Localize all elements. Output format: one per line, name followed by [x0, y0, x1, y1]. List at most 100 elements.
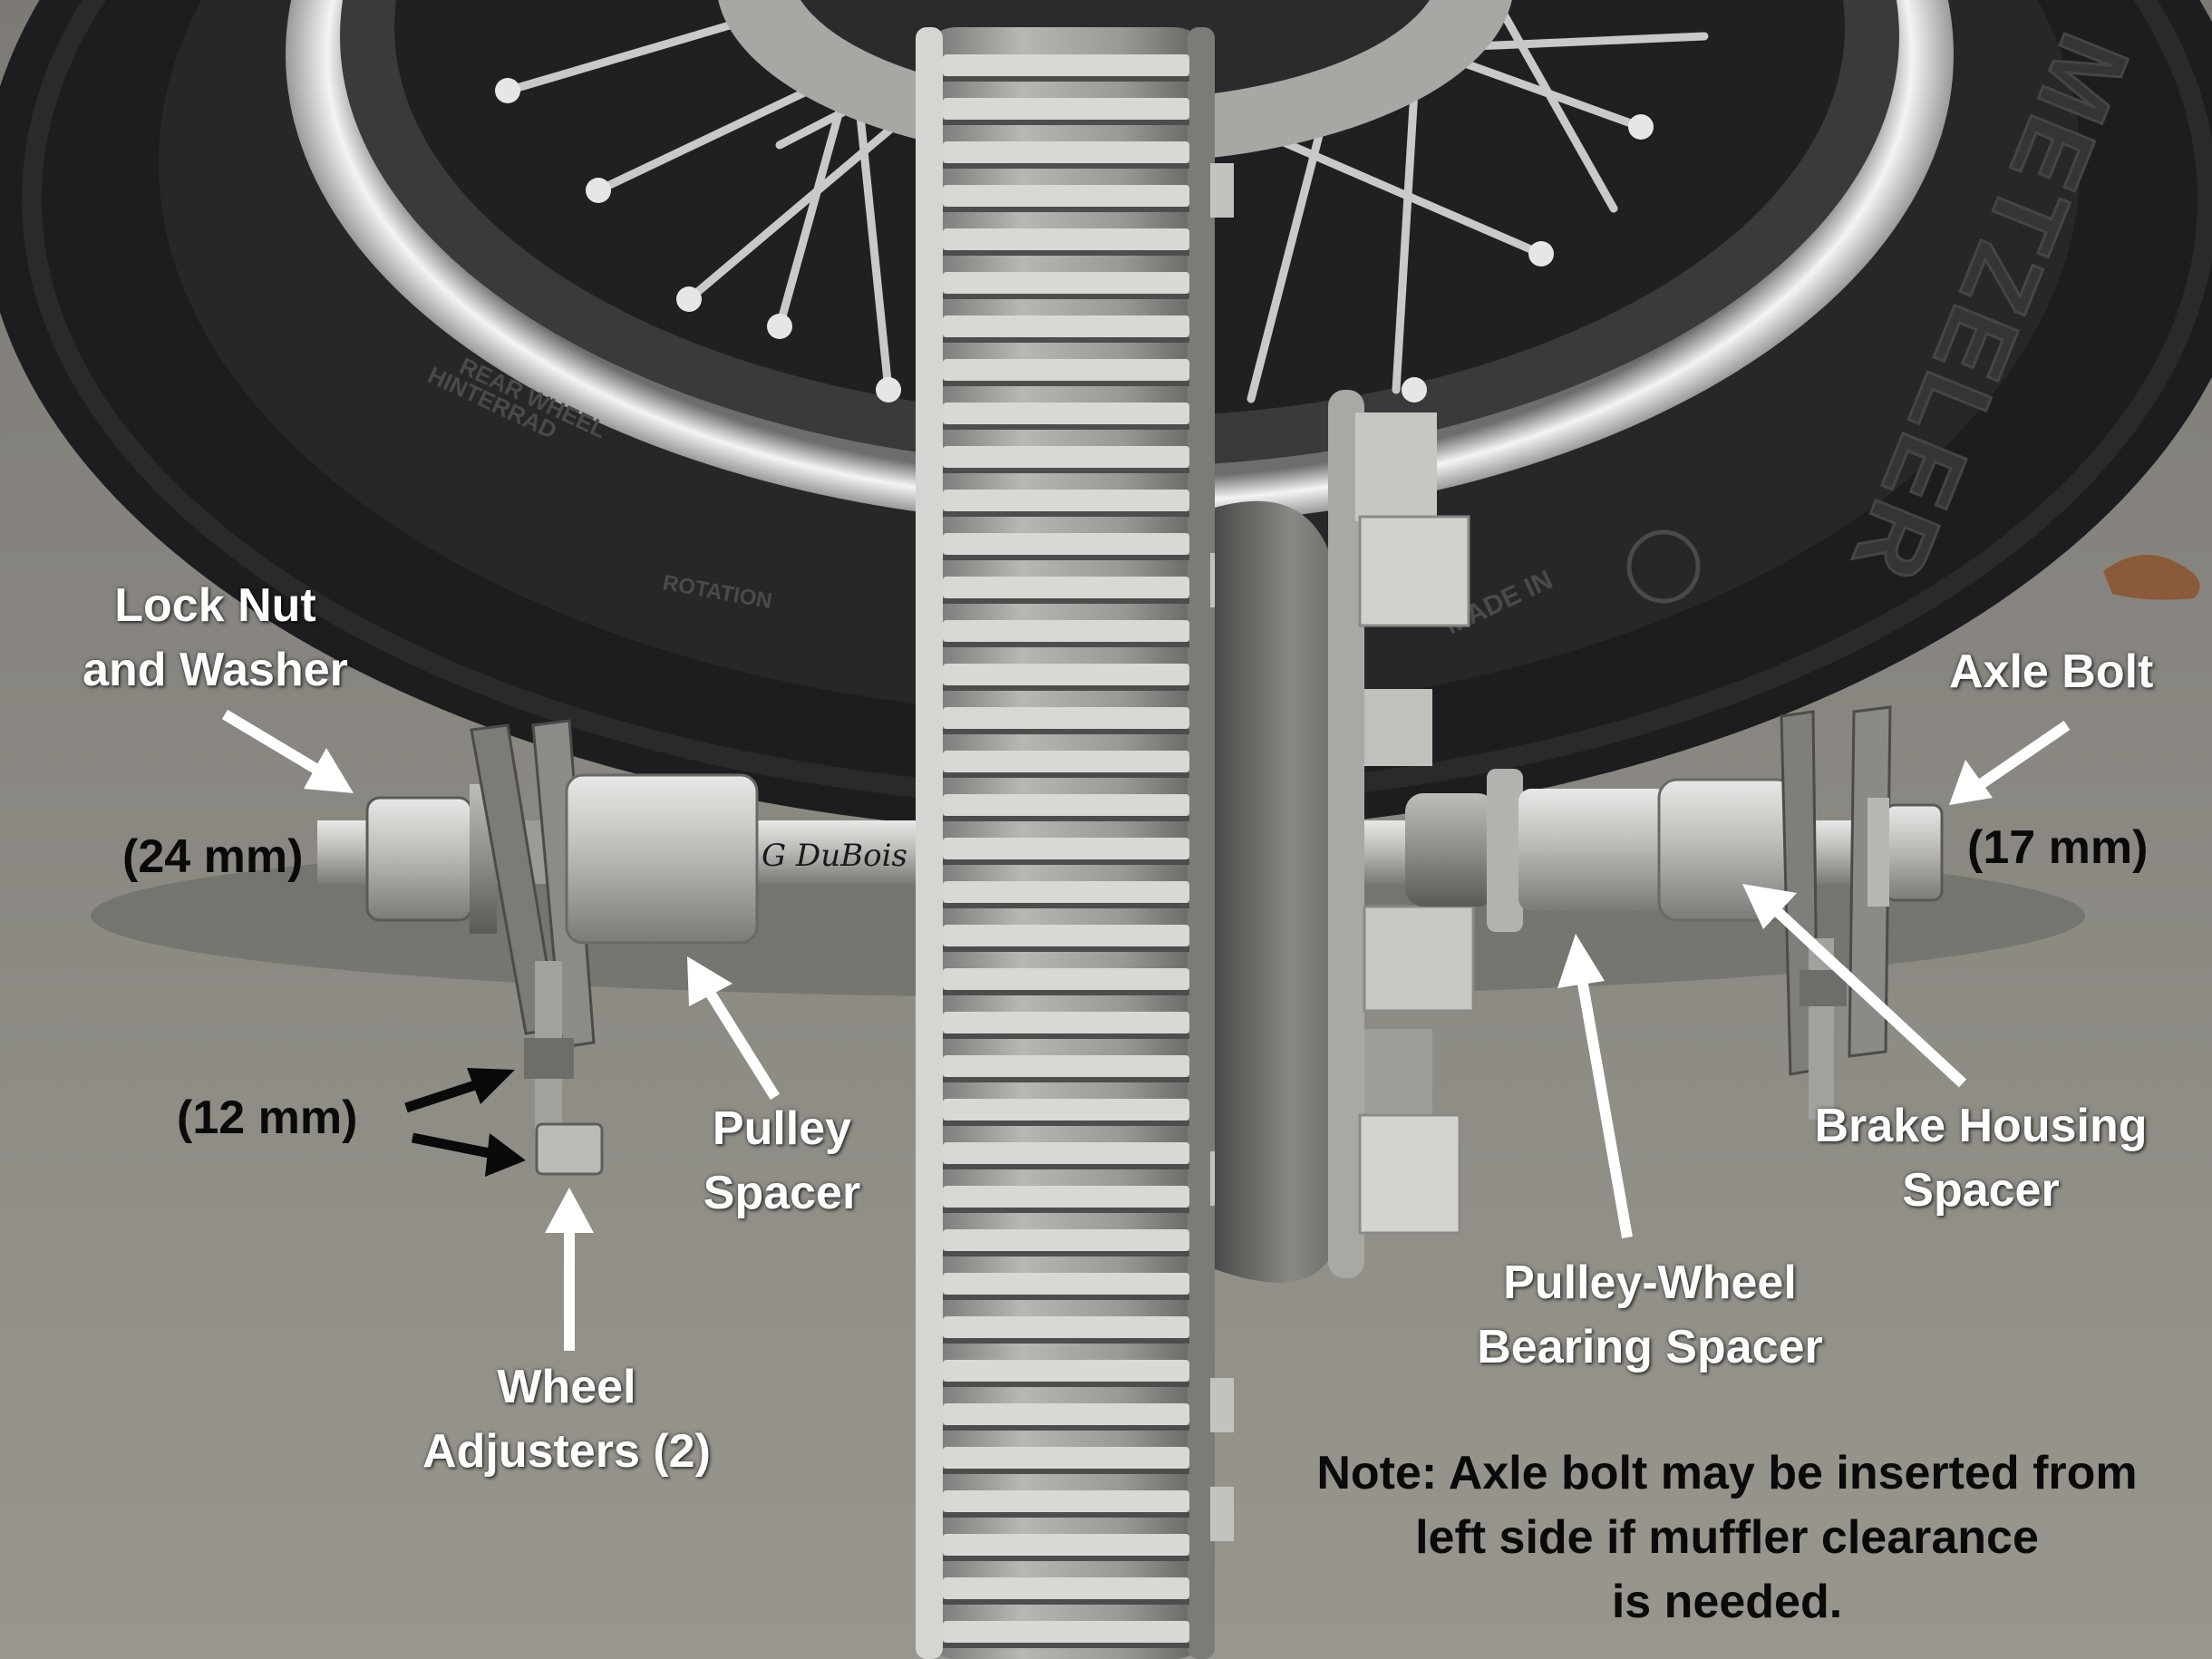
pulley-spacer-label-line-1: Pulley: [712, 1102, 852, 1155]
pulley-tooth-shadow: [943, 1295, 1189, 1300]
pulley-tooth-shadow: [943, 207, 1189, 212]
left-adjuster-head: [535, 1122, 604, 1176]
pulley-tooth-shadow: [943, 946, 1189, 952]
pulley-tooth: [943, 98, 1189, 120]
pulley-tooth-shadow: [943, 1164, 1189, 1169]
pulley-tooth: [943, 1099, 1189, 1121]
pulley-tooth: [943, 1273, 1189, 1295]
note-line-2: left side if muffler clearance: [1415, 1511, 2039, 1564]
bearing-spacer-label-line-2: Bearing Spacer: [1477, 1321, 1823, 1373]
pulley-tooth-shadow: [943, 511, 1189, 517]
annotation-arrows-black: [404, 1068, 526, 1177]
arrow-adjuster-nut: [404, 1068, 515, 1113]
brake-block-3: [1364, 689, 1432, 766]
brake-housing-spacer-label-line-1: Brake Housing: [1814, 1100, 2148, 1152]
pulley-tooth-shadow: [943, 381, 1189, 386]
brake-block-6: [1358, 1113, 1461, 1235]
wheel-adjusters-label: Wheel Adjusters (2): [385, 1355, 748, 1484]
pulley-tooth: [943, 968, 1189, 990]
brake-block-4: [1363, 905, 1475, 1013]
pulley-rim-left: [916, 27, 943, 1659]
pulley-tooth: [943, 577, 1189, 598]
pulley-tooth: [943, 533, 1189, 555]
brake-housing-spacer-label-line-2: Spacer: [1902, 1164, 2060, 1217]
pulley-tooth-shadow: [943, 555, 1189, 560]
pulley-tooth-shadow: [943, 1121, 1189, 1126]
note-line-1: Note: Axle bolt may be inserted from: [1316, 1447, 2138, 1499]
wheel-adjusters-label-line-2: Adjusters (2): [422, 1425, 711, 1478]
pulley-tooth: [943, 141, 1189, 163]
pulley-spacer: [565, 773, 759, 945]
pulley-tooth: [943, 664, 1189, 685]
pulley-spacer-label: Pulley Spacer: [671, 1097, 893, 1226]
pulley-tooth-shadow: [943, 1382, 1189, 1387]
pulley-tooth: [943, 1229, 1189, 1251]
photographer-signature: G DuBois: [762, 838, 907, 874]
pulley-tooth: [943, 1316, 1189, 1338]
pulley-tooth-shadow: [943, 598, 1189, 604]
pulley-tooth-shadow: [943, 76, 1189, 82]
spoke-nipples: [495, 78, 1654, 403]
pulley-tooth: [943, 228, 1189, 250]
pulley-tooth: [943, 881, 1189, 903]
brake-block-5: [1364, 1029, 1432, 1115]
pulley-tooth: [943, 1490, 1189, 1512]
pulley-tooth: [943, 707, 1189, 729]
arrow-axle-bolt: [1949, 721, 2071, 805]
pulley-tooth-shadow: [943, 1469, 1189, 1474]
pulley-tooth-shadow: [943, 1556, 1189, 1561]
brake-block-2: [1358, 515, 1470, 627]
pulley-tooth: [943, 1142, 1189, 1164]
pulley-spacer-label-line-2: Spacer: [703, 1167, 861, 1219]
pulley-tooth: [943, 272, 1189, 294]
arrow-adjuster-head: [411, 1132, 526, 1177]
pulley-tooth-shadow: [943, 1338, 1189, 1344]
pulley-wheel-bearing-spacer: [1518, 789, 1668, 911]
note-text: Note: Axle bolt may be inserted from lef…: [1242, 1441, 2212, 1635]
axle-bolt-size-label: (17 mm): [1967, 821, 2149, 874]
pulley-tooth: [943, 1621, 1189, 1643]
pulley-tooth-shadow: [943, 294, 1189, 299]
pulley-teeth: [943, 54, 1189, 1648]
pulley-tooth-shadow: [943, 685, 1189, 691]
pulley-tooth: [943, 1012, 1189, 1033]
pulley-tooth-shadow: [943, 642, 1189, 647]
arrow-bearing-spacer: [1557, 934, 1633, 1239]
pulley-tooth: [943, 1403, 1189, 1425]
lock-nut-label-line-1: Lock Nut: [114, 579, 316, 632]
pulley-rim-right: [1188, 27, 1215, 1659]
pulley-tooth-shadow: [943, 772, 1189, 778]
pulley-tooth-shadow: [943, 859, 1189, 865]
axle-bolt-head: [1884, 803, 1944, 902]
pulley-tooth: [943, 403, 1189, 424]
pulley-tooth: [943, 54, 1189, 76]
pulley-tooth-shadow: [943, 1251, 1189, 1256]
pulley-tooth-shadow: [943, 1599, 1189, 1605]
adjuster-size-label: (12 mm): [177, 1091, 358, 1144]
pulley-tooth: [943, 794, 1189, 816]
pulley-tooth: [943, 490, 1189, 511]
right-adjuster-nut: [1800, 970, 1847, 1006]
pulley-tooth: [943, 1055, 1189, 1077]
pulley-tooth-shadow: [943, 816, 1189, 821]
pulley-tooth-shadow: [943, 1643, 1189, 1648]
arrow-lock-nut: [221, 709, 354, 793]
pulley-tooth: [943, 446, 1189, 468]
pulley-tooth-shadow: [943, 468, 1189, 473]
lock-nut-label: Lock Nut and Washer: [54, 574, 376, 703]
bearing-spacer-label-line-1: Pulley-Wheel: [1503, 1256, 1797, 1309]
note-line-3: is needed.: [1611, 1576, 1843, 1628]
hub-disc: [1328, 390, 1364, 1278]
pulley-tooth-shadow: [943, 337, 1189, 343]
pulley-tooth-shadow: [943, 1512, 1189, 1518]
pulley-tooth-shadow: [943, 903, 1189, 908]
axle-bolt-washer: [1868, 798, 1889, 907]
pulley-tooth: [943, 1447, 1189, 1469]
pulley-tooth-shadow: [943, 163, 1189, 169]
annotation-arrows: [221, 709, 2071, 1351]
pulley-tooth: [943, 1577, 1189, 1599]
hub-flange: [1215, 500, 1342, 1283]
brake-block-1: [1355, 412, 1437, 521]
